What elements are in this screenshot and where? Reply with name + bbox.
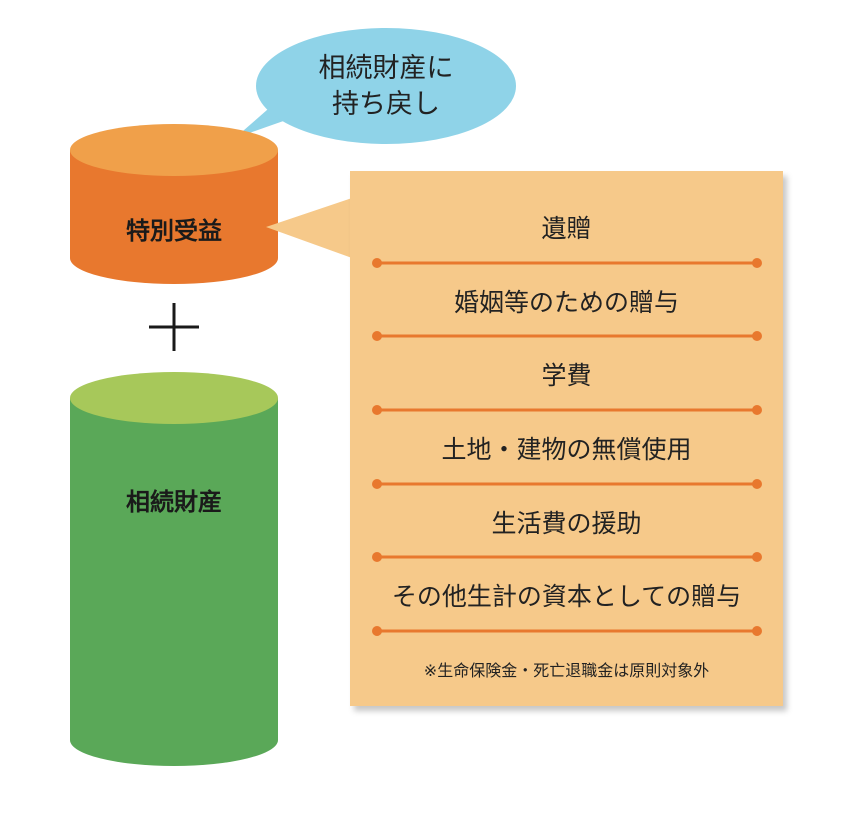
panel-dividers bbox=[372, 258, 762, 636]
divider-3 bbox=[372, 405, 762, 415]
gift-panel bbox=[350, 171, 783, 706]
bubble-line-2: 持ち戻し bbox=[332, 89, 440, 120]
panel-item-marriage-gift: 婚姻等のための贈与 bbox=[453, 288, 679, 317]
inheritance-cylinder bbox=[70, 372, 278, 766]
divider-2 bbox=[372, 331, 762, 341]
divider-5 bbox=[372, 552, 762, 562]
special-gain-label: 特別受益 bbox=[126, 217, 222, 245]
panel-item-free-land-use: 土地・建物の無償使用 bbox=[441, 435, 692, 464]
bubble-line-1: 相続財産に bbox=[318, 53, 454, 84]
panel-item-other-capital-gift: その他生計の資本としての贈与 bbox=[391, 582, 742, 611]
panel-item-tuition: 学費 bbox=[541, 361, 592, 390]
speech-bubble bbox=[235, 28, 516, 144]
panel-item-bequest: 遺贈 bbox=[541, 214, 592, 243]
divider-4 bbox=[372, 479, 762, 489]
divider-6 bbox=[372, 626, 762, 636]
panel-pointer bbox=[266, 198, 352, 258]
panel-note: ※生命保険金・死亡退職金は原則対象外 bbox=[423, 661, 710, 680]
special-gain-cylinder bbox=[70, 124, 278, 284]
panel-item-living-support: 生活費の援助 bbox=[491, 509, 642, 538]
plus-sign bbox=[149, 303, 199, 351]
inheritance-label: 相続財産 bbox=[126, 488, 222, 516]
divider-1 bbox=[372, 258, 762, 268]
